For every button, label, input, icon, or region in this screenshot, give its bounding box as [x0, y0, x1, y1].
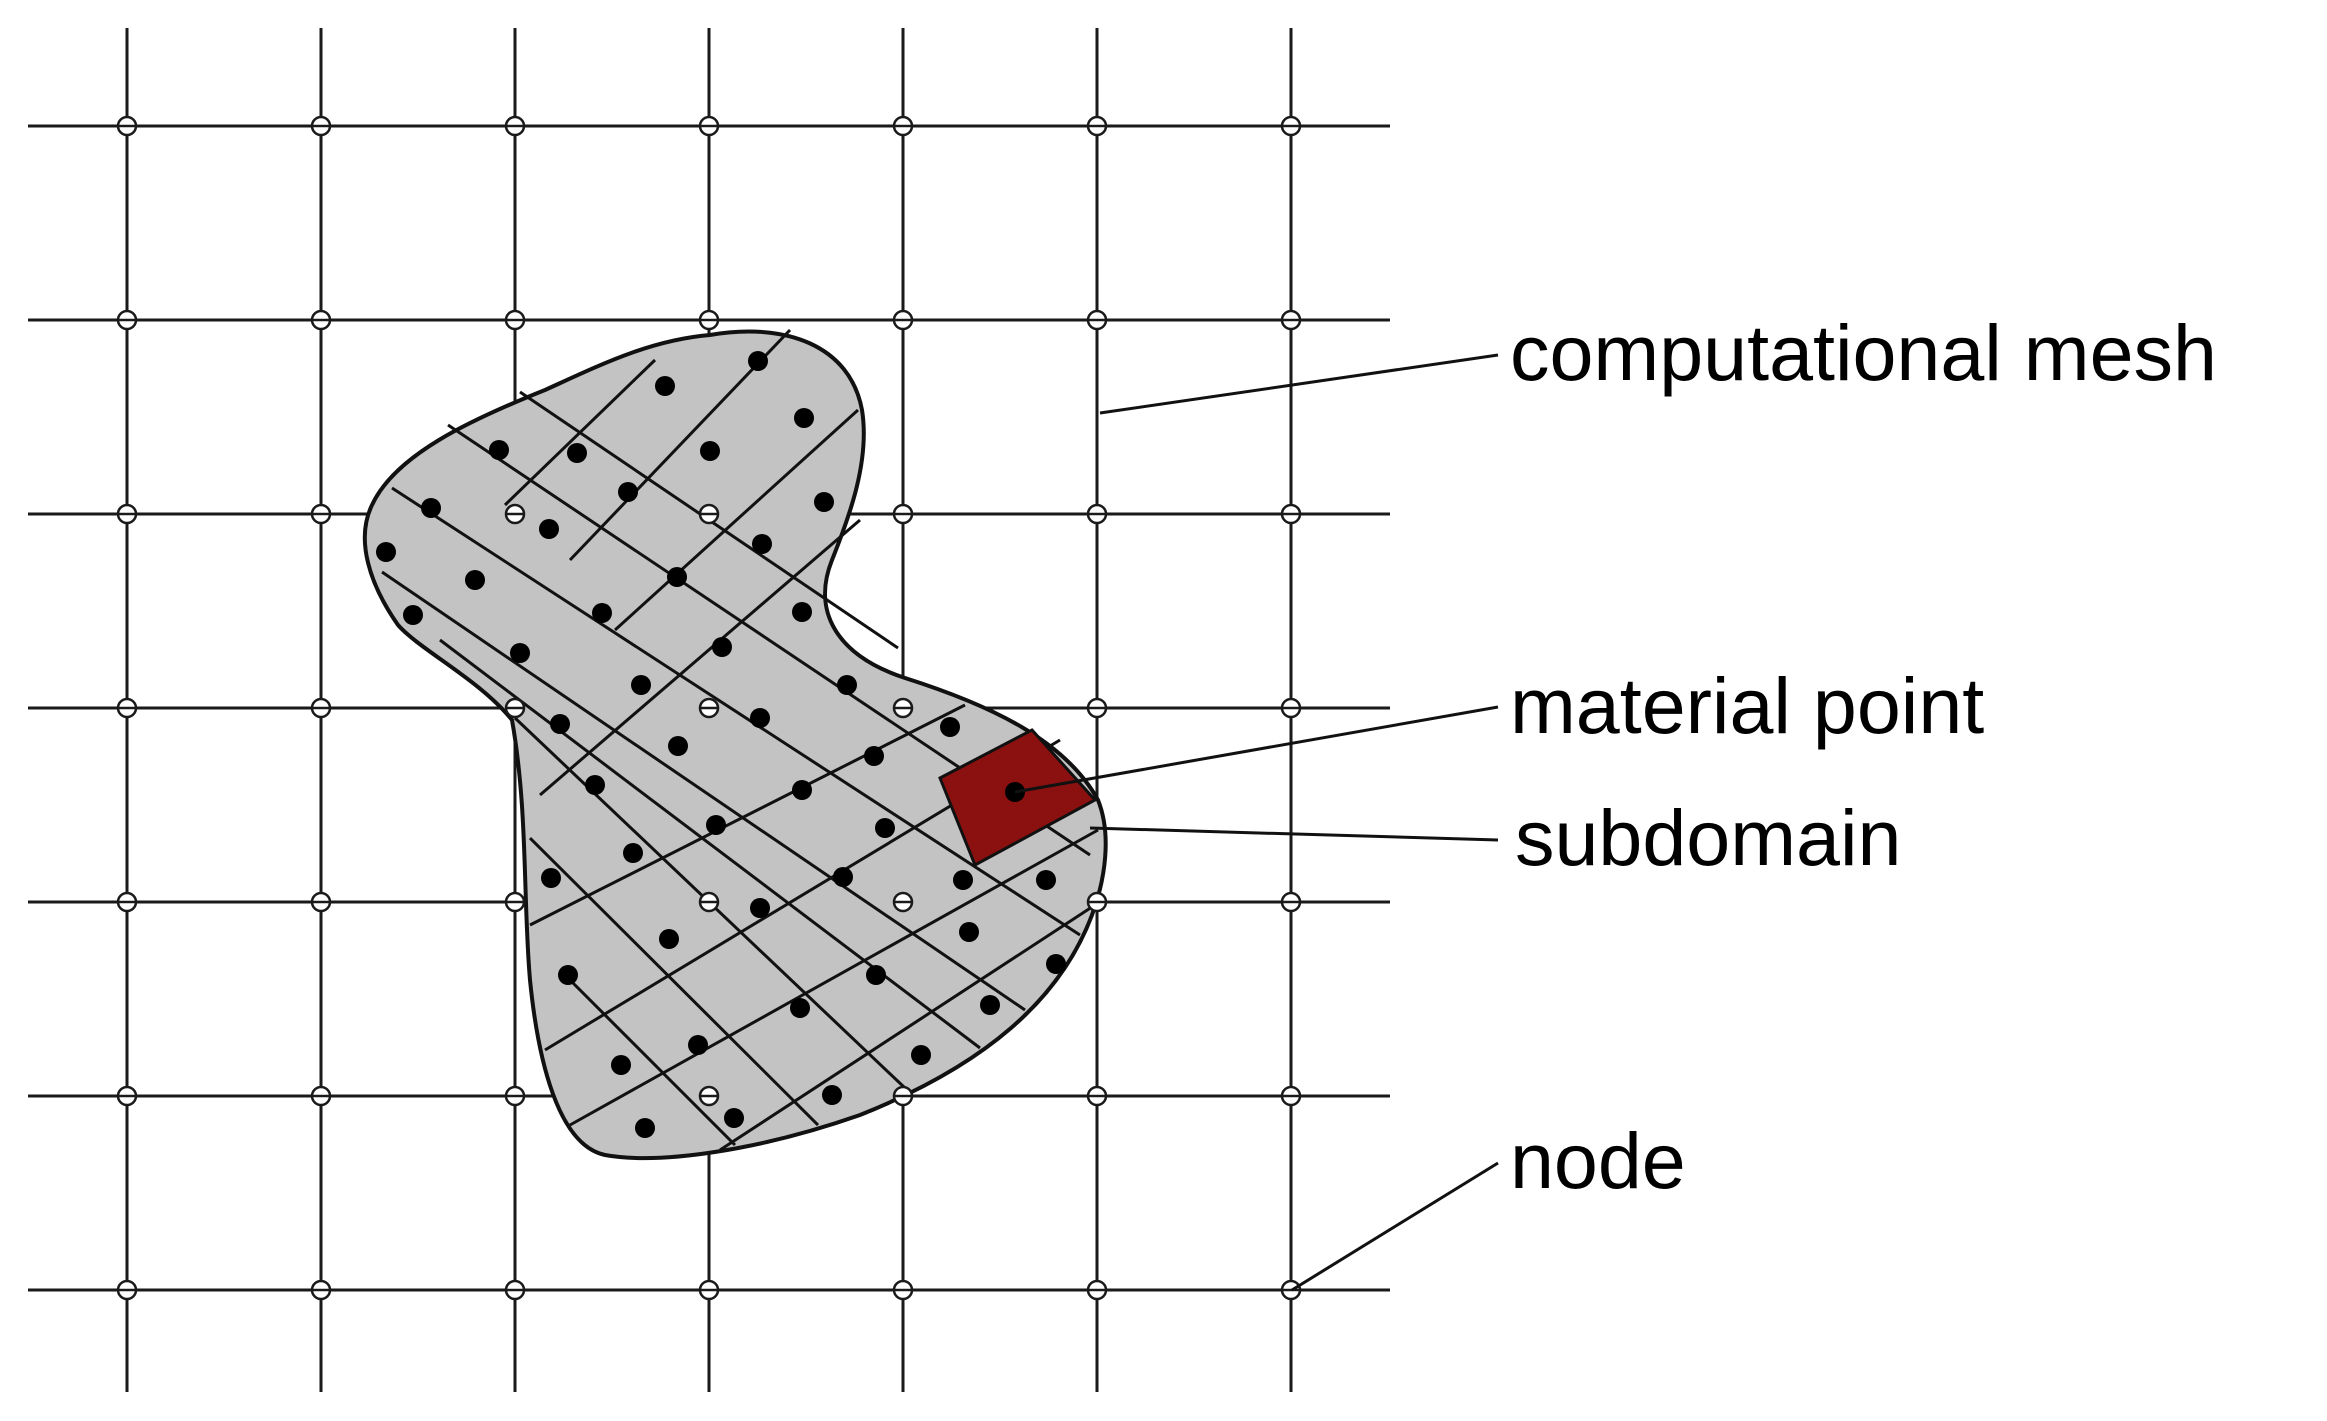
material-point-dot [403, 605, 423, 625]
label-computational-mesh: computational mesh [1510, 308, 2217, 397]
material-point-dot [585, 775, 605, 795]
subgrid-line [539, 518, 861, 797]
material-point-dot [792, 602, 812, 622]
leader-line-computational-mesh [1099, 353, 1499, 415]
subgrid-line [569, 828, 1099, 1127]
material-point-dot [864, 746, 884, 766]
material-point-dot [541, 868, 561, 888]
material-point-dot [953, 870, 973, 890]
material-point-dot [611, 1055, 631, 1075]
material-point-dot [1046, 954, 1066, 974]
grid-nodes [116, 115, 1302, 1301]
subgrid-line [503, 358, 657, 507]
material-point-dot [558, 965, 578, 985]
material-point-dot [875, 818, 895, 838]
material-point-dot [465, 570, 485, 590]
material-point-dot [724, 1108, 744, 1128]
material-point-dot [748, 351, 768, 371]
subgrid-line [719, 903, 1096, 1152]
label-node: node [1510, 1116, 1686, 1205]
subgrid-line [529, 703, 966, 927]
material-point-dot [750, 708, 770, 728]
material-point-dot [750, 898, 770, 918]
leader-lines [1014, 353, 1499, 1292]
subgrid-line [381, 570, 1026, 1012]
label-material-point: material point [1510, 661, 1984, 750]
subgrid-line [439, 638, 981, 1050]
material-point-dot [631, 675, 651, 695]
material-point-dot [659, 929, 679, 949]
material-point-dot [980, 995, 1000, 1015]
material-point-dot [792, 780, 812, 800]
material-point-dot [1036, 870, 1056, 890]
material-point-dot [668, 736, 688, 756]
material-point-dot [489, 440, 509, 460]
material-point-dot [752, 534, 772, 554]
material-point-dot [655, 376, 675, 396]
material-point-dot [712, 637, 732, 657]
material-point-dot [376, 542, 396, 562]
material-point-dot [688, 1035, 708, 1055]
material-point-dot [959, 922, 979, 942]
material-point-dot [635, 1118, 655, 1138]
subgrid-line [558, 968, 737, 1147]
material-point-dot [667, 567, 687, 587]
leader-line-subdomain [1089, 826, 1499, 842]
material-point-dot [567, 443, 587, 463]
material-points [376, 351, 1066, 1138]
material-point-dot [700, 441, 720, 461]
material-point-dot [822, 1085, 842, 1105]
material-point-dot [911, 1045, 931, 1065]
material-point-dot [510, 643, 530, 663]
material-point-dot [623, 843, 643, 863]
material-point-dot [866, 965, 886, 985]
material-point-dot [833, 867, 853, 887]
material-point-dot [794, 408, 814, 428]
material-point-dot [706, 815, 726, 835]
material-point-dot [592, 603, 612, 623]
leader-line-node [1291, 1161, 1499, 1292]
subgrid-line [613, 408, 860, 632]
material-point-dot [421, 498, 441, 518]
subgrid-line [391, 486, 1081, 937]
material-point-dot [790, 998, 810, 1018]
material-point-dot [814, 492, 834, 512]
material-point-dot [837, 675, 857, 695]
label-subdomain: subdomain [1515, 793, 1901, 882]
material-point-dot [940, 717, 960, 737]
subgrid-line [528, 836, 820, 1127]
material-point-dot [539, 519, 559, 539]
leader-line-material-point [1014, 705, 1499, 794]
material-point-dot [618, 482, 638, 502]
material-point-dot [550, 714, 570, 734]
